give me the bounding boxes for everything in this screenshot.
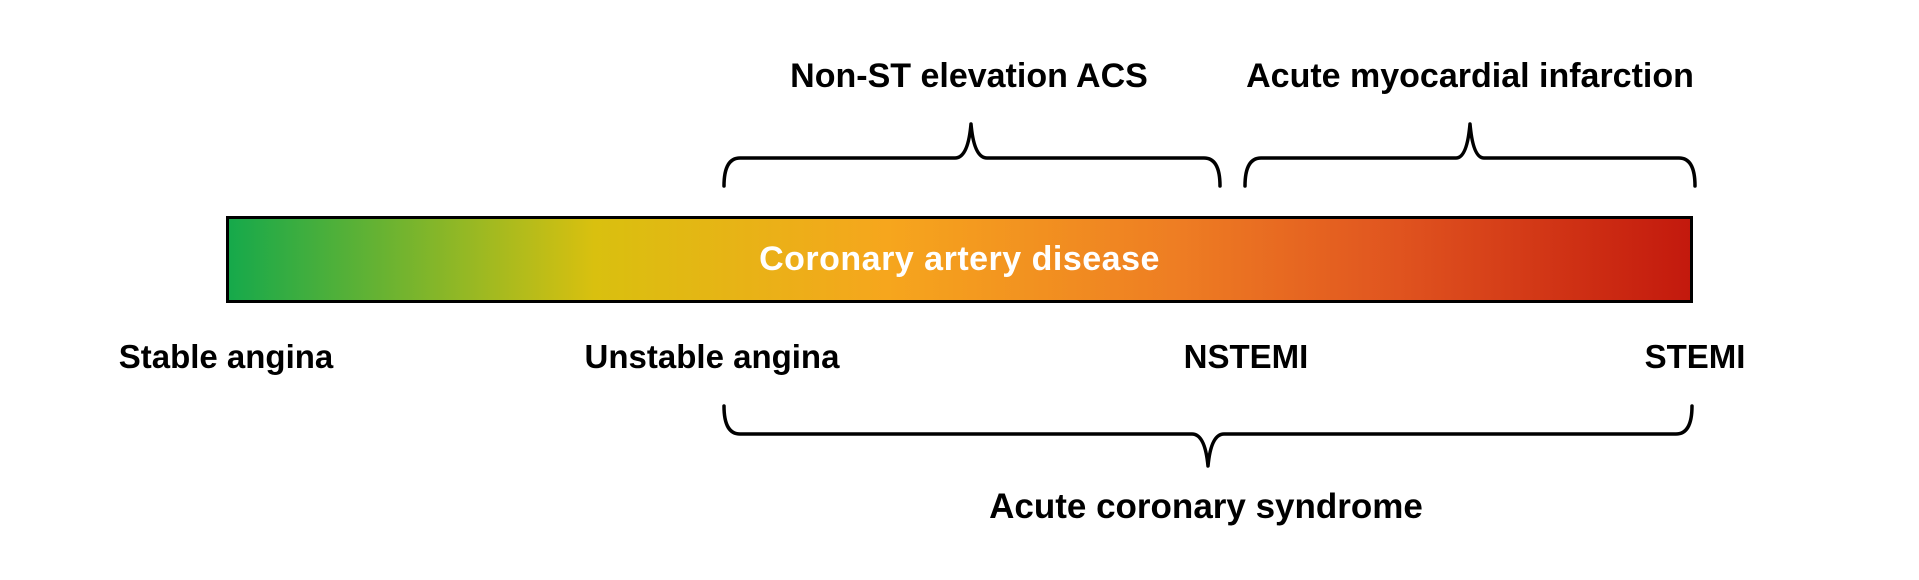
coronary-artery-disease-bar: Coronary artery disease — [226, 216, 1693, 303]
label-stemi: STEMI — [1644, 338, 1746, 375]
label-nstemi: NSTEMI — [1183, 338, 1309, 375]
label-unstable-angina: Unstable angina — [584, 338, 840, 375]
bar-label: Coronary artery disease — [759, 240, 1160, 278]
brace-acute-coronary-syndrome — [722, 404, 1694, 468]
label-stable-angina: Stable angina — [118, 338, 334, 375]
brace-non-st-elevation-acs — [722, 122, 1222, 188]
brace-acute-myocardial-infarction — [1243, 122, 1697, 188]
label-non-st-elevation-acs: Non-ST elevation ACS — [790, 57, 1148, 95]
label-acute-myocardial-infarction: Acute myocardial infarction — [1246, 57, 1694, 95]
label-acute-coronary-syndrome: Acute coronary syndrome — [989, 487, 1423, 526]
